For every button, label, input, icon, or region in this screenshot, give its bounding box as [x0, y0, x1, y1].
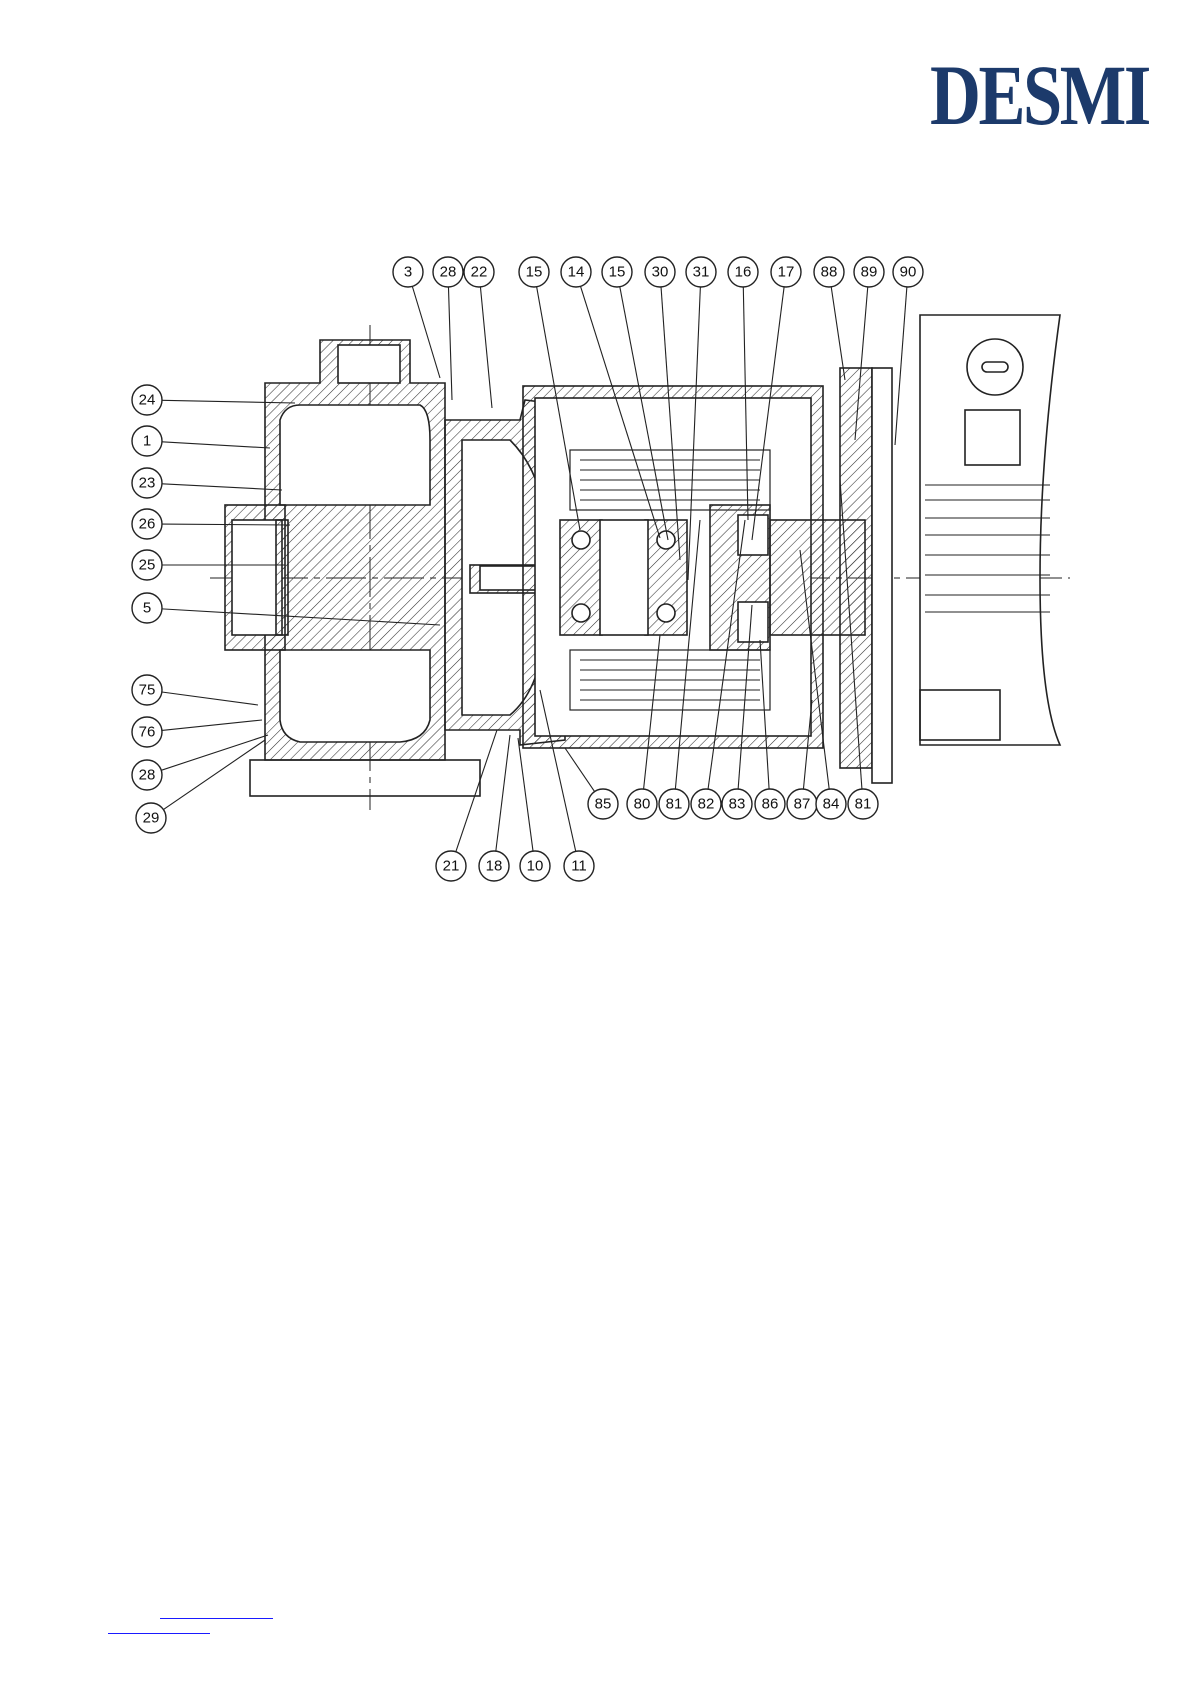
callout-number: 5 — [143, 600, 151, 617]
callout-number: 31 — [693, 264, 710, 281]
callout-1: 1 — [132, 426, 270, 456]
callout-number: 81 — [855, 796, 872, 813]
callout-number: 23 — [139, 475, 156, 492]
callout-number: 22 — [471, 264, 488, 281]
callout-number: 14 — [568, 264, 585, 281]
leader-line — [162, 442, 270, 448]
callout-90: 90 — [893, 257, 923, 445]
leader-line — [162, 720, 262, 730]
callout-number: 87 — [794, 796, 811, 813]
footer-link-underline-2[interactable] — [108, 1633, 210, 1634]
callout-number: 29 — [143, 810, 160, 827]
leader-line — [448, 287, 452, 400]
callout-18: 18 — [479, 735, 510, 881]
callout-number: 17 — [778, 264, 795, 281]
callout-88: 88 — [814, 257, 845, 380]
callout-number: 80 — [634, 796, 651, 813]
callout-number: 30 — [652, 264, 669, 281]
leader-line — [895, 287, 907, 445]
callout-number: 88 — [821, 264, 838, 281]
leader-line — [162, 692, 258, 705]
leader-line — [412, 286, 440, 378]
callout-number: 21 — [443, 858, 460, 875]
callout-number: 3 — [404, 264, 412, 281]
callout-number: 1 — [143, 433, 151, 450]
callout-number: 81 — [666, 796, 683, 813]
callout-number: 25 — [139, 557, 156, 574]
callout-number: 28 — [139, 767, 156, 784]
leader-line — [496, 735, 510, 851]
callout-number: 16 — [735, 264, 752, 281]
callout-number: 84 — [823, 796, 840, 813]
leader-line — [161, 735, 268, 770]
callout-number: 86 — [762, 796, 779, 813]
callout-number: 75 — [139, 682, 156, 699]
callout-number: 28 — [440, 264, 457, 281]
callout-number: 26 — [139, 516, 156, 533]
leader-line — [831, 287, 845, 380]
callout-number: 85 — [595, 796, 612, 813]
callout-number: 10 — [527, 858, 544, 875]
callout-number: 24 — [139, 392, 156, 409]
callout-number: 15 — [609, 264, 626, 281]
callout-75: 75 — [132, 675, 258, 705]
callout-number: 89 — [861, 264, 878, 281]
callout-23: 23 — [132, 468, 282, 498]
leader-line — [480, 287, 492, 408]
leader-line — [162, 484, 282, 490]
footer-link-underline-1[interactable] — [160, 1618, 273, 1619]
callout-22: 22 — [464, 257, 494, 408]
drawing-body — [210, 315, 1070, 810]
callout-number: 83 — [729, 796, 746, 813]
leader-line — [565, 748, 595, 792]
callout-number: 15 — [526, 264, 543, 281]
callout-76: 76 — [132, 717, 262, 747]
callout-number: 90 — [900, 264, 917, 281]
leader-line — [456, 730, 497, 852]
callout-number: 82 — [698, 796, 715, 813]
callout-number: 76 — [139, 724, 156, 741]
callout-28: 28 — [433, 257, 463, 400]
callout-10: 10 — [518, 738, 550, 881]
callout-number: 18 — [486, 858, 503, 875]
callout-number: 11 — [571, 858, 587, 875]
callout-85: 85 — [565, 748, 618, 819]
leader-line — [518, 738, 533, 851]
